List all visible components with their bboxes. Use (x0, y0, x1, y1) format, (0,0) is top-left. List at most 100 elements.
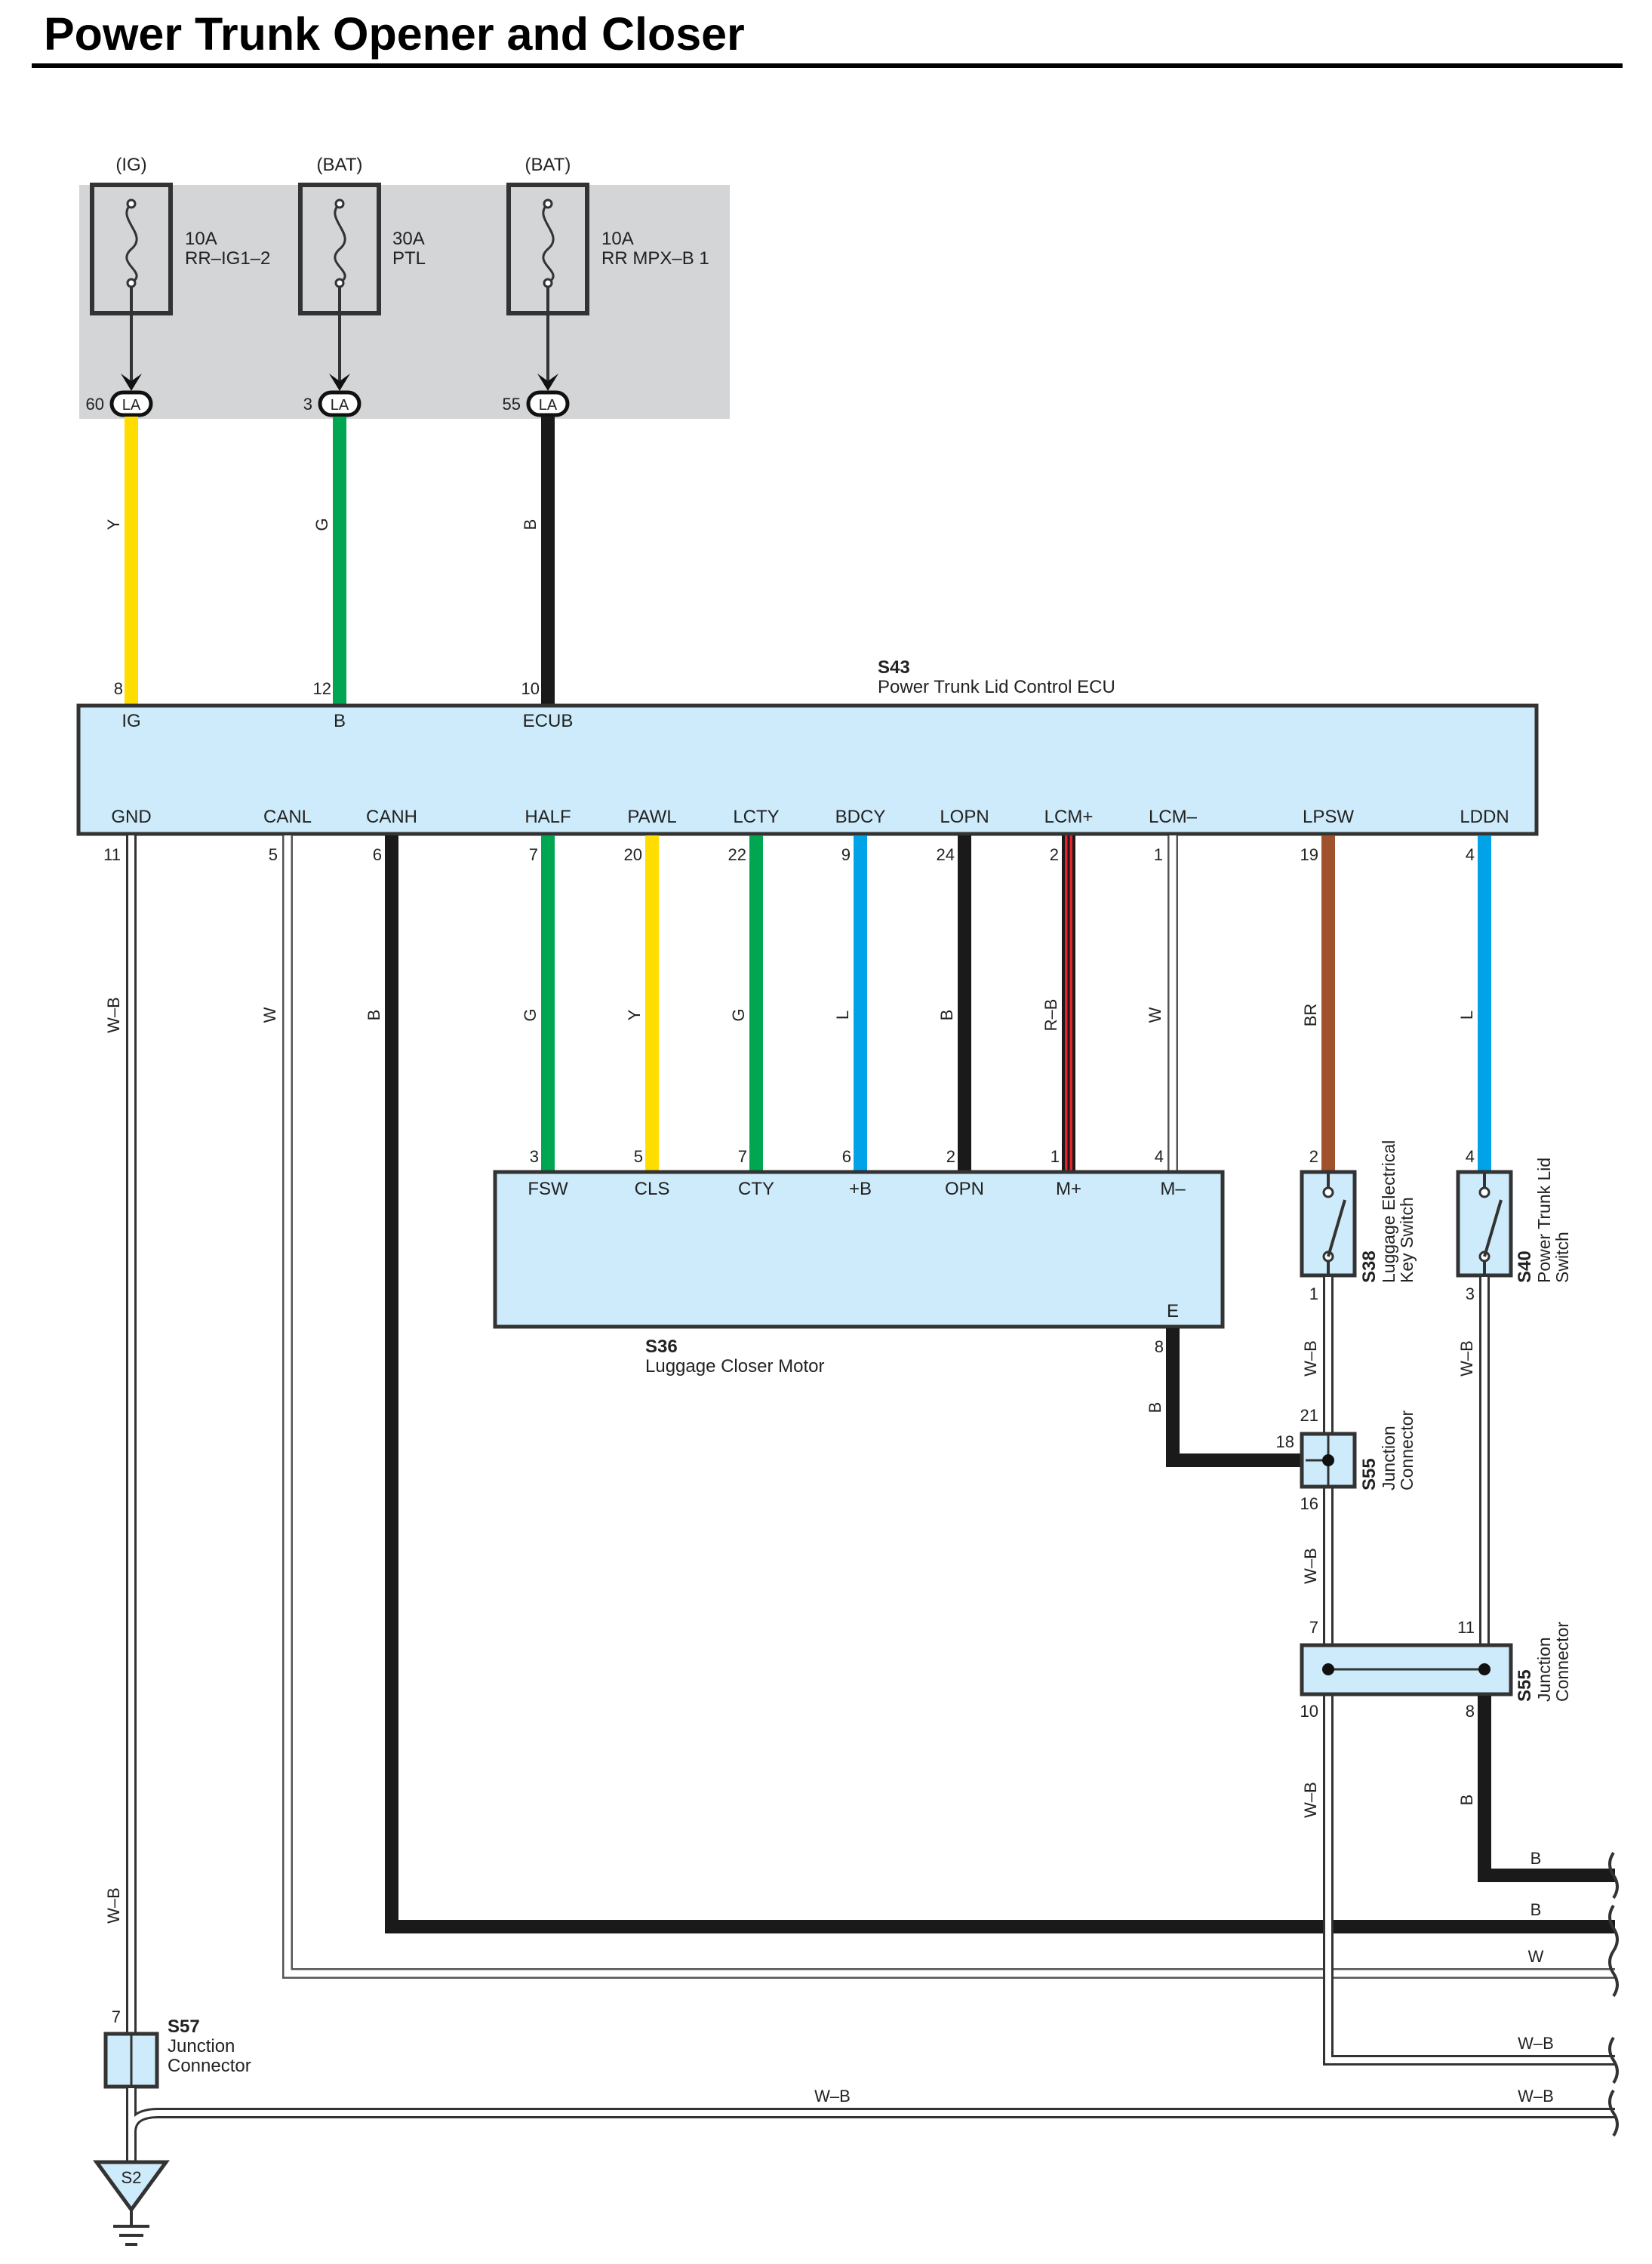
pin-label: LCM+ (1044, 807, 1094, 827)
wire-label: B (521, 519, 540, 531)
pin-label: +B (849, 1179, 872, 1199)
wire-label: BR (1301, 1004, 1320, 1027)
fuse-icon (334, 202, 346, 285)
pin-number: 7 (738, 1147, 747, 1166)
pin-label: M– (1160, 1179, 1186, 1199)
wire-label: B (1457, 1795, 1476, 1806)
ground-icon (93, 2160, 170, 2213)
arrow-icon (121, 374, 142, 391)
component-id: S55 (1359, 1458, 1380, 1490)
pin-label: LCTY (733, 807, 779, 827)
pin-label: IG (122, 711, 140, 731)
wire-b-canh (385, 835, 1615, 1933)
fuse-rating: 10A (185, 229, 217, 249)
junction-connector-s55a: 21 18 16 S55 Junction Connector (1276, 1406, 1417, 1513)
fuse-icon (542, 202, 555, 285)
pin-label: M+ (1056, 1179, 1081, 1199)
pin-number: 18 (1276, 1432, 1294, 1451)
pin-number: 7 (112, 2007, 121, 2026)
component-name: Junction (1379, 1426, 1398, 1490)
wire-label: W–B (104, 997, 123, 1033)
component-name: Connector (1552, 1622, 1572, 1702)
pin-number: 20 (624, 845, 642, 864)
arrow-icon (537, 374, 558, 391)
pin-number: 7 (529, 845, 538, 864)
junction-dot-icon (1322, 1454, 1334, 1466)
pin-number: 8 (114, 679, 123, 698)
wire-w-canl (282, 835, 1615, 1979)
wire-label: W–B (104, 1887, 123, 1924)
wire-label: W–B (1301, 1340, 1320, 1377)
pin-number: 5 (269, 845, 278, 864)
pin-label: HALF (525, 807, 571, 827)
switch-s40: 4 3 S40 Power Trunk Lid Switch (1456, 1147, 1572, 1303)
pin-number: 1 (1309, 1284, 1318, 1303)
pin-number: 3 (1466, 1284, 1475, 1303)
component-id: S36 (645, 1337, 678, 1357)
pin-number: 12 (313, 679, 331, 698)
pin-number: 9 (841, 845, 851, 864)
wire-label: W–B (1301, 1548, 1320, 1584)
pin-label: CTY (738, 1179, 774, 1199)
component-id: S43 (878, 657, 910, 678)
wire-label: W (1528, 1947, 1544, 1966)
wire-label: W–B (814, 2087, 851, 2106)
pin-label: LCM– (1149, 807, 1198, 827)
fuse-rating: 30A (392, 229, 425, 249)
pin-number: 6 (842, 1147, 851, 1166)
pin-label: E (1167, 1301, 1179, 1321)
pin-number: 16 (1300, 1494, 1318, 1513)
pin-label: CLS (635, 1179, 670, 1199)
component-name: Junction (168, 2036, 235, 2056)
arrow-icon (329, 374, 350, 391)
component-id: S55 (1515, 1669, 1535, 1702)
pin-label: PAWL (627, 807, 676, 827)
fuse-rating: 10A (601, 229, 634, 249)
wire-b (1478, 1696, 1615, 1882)
pin-number: 8 (1155, 1337, 1164, 1356)
fuse-name: RR–IG1–2 (185, 248, 270, 269)
wire-label: B (1530, 1900, 1542, 1919)
pin-number: 6 (373, 845, 382, 864)
connector-label: LA (539, 397, 558, 414)
junction-dot-icon (1478, 1663, 1490, 1675)
pin-label: CANL (263, 807, 312, 827)
wire-label: Y (104, 518, 123, 530)
wire-label: B (1146, 1402, 1164, 1413)
fuse-name: PTL (392, 248, 426, 269)
pin-number: 4 (1466, 845, 1475, 864)
pin-number: 7 (1309, 1618, 1318, 1637)
fuse-ptl: (BAT) 30A PTL LA 3 (298, 155, 426, 417)
component-name: Junction (1534, 1637, 1554, 1702)
connector-label: LA (331, 397, 349, 414)
pin-number: 4 (1155, 1147, 1164, 1166)
ground-label: S2 (122, 2168, 142, 2187)
pin-label: ECUB (523, 711, 574, 731)
pin-label: GND (111, 807, 151, 827)
pin-number: 2 (946, 1147, 955, 1166)
pin-number: 22 (728, 845, 746, 864)
switch-icon (1327, 1199, 1346, 1257)
fuse-source-label: (BAT) (317, 155, 363, 175)
component-id: S57 (168, 2016, 200, 2037)
switch-icon (1483, 1199, 1503, 1257)
pin-number: 3 (530, 1147, 539, 1166)
component-name: Power Trunk Lid (1534, 1158, 1554, 1283)
pin-number: 55 (503, 395, 521, 414)
pin-number: 19 (1300, 845, 1318, 864)
pin-label: LPSW (1303, 807, 1354, 827)
wire-label: R–B (1041, 999, 1060, 1032)
wire-w-b (1323, 1694, 1615, 2066)
junction-connector-s55b: 7 11 10 8 S55 Junction Connector (1300, 1618, 1572, 1721)
fuse-box (79, 185, 730, 419)
pin-number: 8 (1466, 1702, 1475, 1721)
pin-number: 10 (1300, 1702, 1318, 1721)
connector-label: LA (122, 397, 141, 414)
fuse-rr-ig1-2: (IG) 10A RR–IG1–2 LA 60 (86, 155, 270, 417)
pin-number: 1 (1154, 845, 1163, 864)
component-name: Switch (1552, 1232, 1572, 1283)
pin-label: OPN (945, 1179, 984, 1199)
pin-number: 10 (521, 679, 540, 698)
pin-number: 11 (1457, 1618, 1475, 1637)
